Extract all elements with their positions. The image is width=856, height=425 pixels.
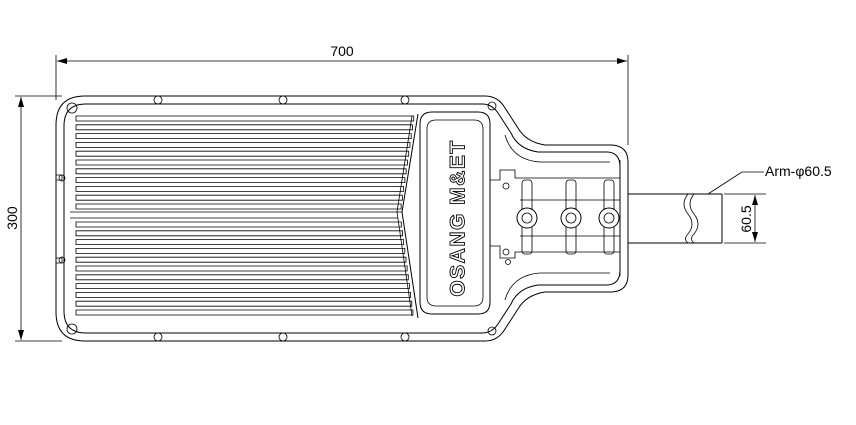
bolt-icon: [487, 101, 497, 111]
clamp-bolt-hole-icon: [565, 212, 577, 224]
heat-sink-fin: [75, 248, 406, 254]
heat-sink-fin: [75, 124, 413, 131]
neck-lower-contour: [490, 245, 620, 259]
bolt-icon: [58, 256, 66, 264]
heat-sink-fin: [75, 133, 412, 139]
screw-icon: [502, 248, 510, 256]
heat-sink-fin: [75, 309, 414, 316]
heat-sink-fin: [75, 194, 403, 201]
bottom-bolts: [66, 323, 497, 342]
arm-break-line: [683, 193, 693, 244]
heat-sink-fin: [75, 177, 406, 183]
bolt-icon: [400, 332, 410, 342]
heat-sink-fin: [75, 221, 402, 228]
screw-icon: [505, 259, 511, 265]
logo-panel-outline: [419, 111, 491, 315]
bolt-icon: [400, 95, 410, 105]
heat-sink-fin: [75, 300, 413, 307]
heat-sink-fin: [75, 142, 411, 148]
bolt-icon: [278, 95, 288, 105]
bolt-icon: [278, 332, 288, 342]
brand-logo: OSANG M&ET: [447, 139, 470, 296]
side-tab-top: [56, 174, 63, 181]
side-bolts: [58, 174, 66, 264]
top-bolts: [66, 95, 497, 114]
housing-inner-outline: [63, 103, 621, 334]
mounting-arm: [628, 193, 723, 244]
heat-sink-fin: [75, 292, 412, 298]
mounting-neck: [490, 134, 621, 301]
housing-outer-outline: [55, 95, 629, 342]
length-label: 700: [330, 43, 354, 59]
length-dimension: 700: [55, 43, 629, 145]
width-dimension: 300: [4, 95, 62, 342]
clamp-bolt-hole-icon: [521, 212, 533, 224]
clamp-bolt-icon: [598, 207, 620, 229]
arm-height-label: 60.5: [738, 205, 754, 232]
neck-bottom-curve: [504, 272, 610, 301]
heat-sink-fin: [75, 150, 410, 157]
bolt-icon: [66, 102, 78, 114]
bolt-icon: [487, 326, 497, 336]
luminaire-housing: OSANG M&ET: [55, 95, 629, 342]
width-label: 300: [4, 206, 20, 230]
clamp-bolt-icon: [516, 207, 538, 229]
heat-sink-fin: [75, 168, 407, 175]
neck-upper-contour: [490, 169, 620, 181]
heat-sink-fin: [75, 203, 402, 210]
bolt-icon: [58, 174, 66, 182]
heat-sink-fin: [75, 230, 403, 237]
logo-panel: OSANG M&ET: [419, 111, 491, 315]
arm-callout: Arm-φ60.5: [707, 163, 832, 195]
heat-sink-fin: [75, 274, 409, 281]
bolt-icon: [153, 95, 163, 105]
heat-sink-fin: [75, 239, 405, 245]
clamp-bolt-hole-icon: [603, 212, 615, 224]
bolt-icon: [153, 332, 163, 342]
arm-leader-line: [707, 171, 743, 195]
heat-sink-fins: [75, 115, 415, 316]
arm-break-line-2: [689, 193, 699, 244]
clamp-bolt-icon: [560, 207, 582, 229]
neck-top-curve: [504, 134, 610, 163]
arm-height-dimension: 60.5: [724, 193, 766, 244]
clamp-bolts: [516, 207, 620, 229]
arm-label: Arm-φ60.5: [765, 163, 832, 179]
heat-sink-fin: [75, 256, 407, 263]
heat-sink-fin: [75, 115, 415, 122]
bolt-icon: [66, 323, 78, 335]
heat-sink-fin: [75, 159, 408, 166]
heat-sink-fin: [75, 186, 405, 192]
side-tab-bottom: [56, 257, 63, 264]
logo-panel-inner: [426, 119, 484, 307]
screw-icon: [502, 182, 510, 190]
heat-sink-fin: [75, 265, 408, 272]
heat-sink-fin: [75, 283, 410, 289]
